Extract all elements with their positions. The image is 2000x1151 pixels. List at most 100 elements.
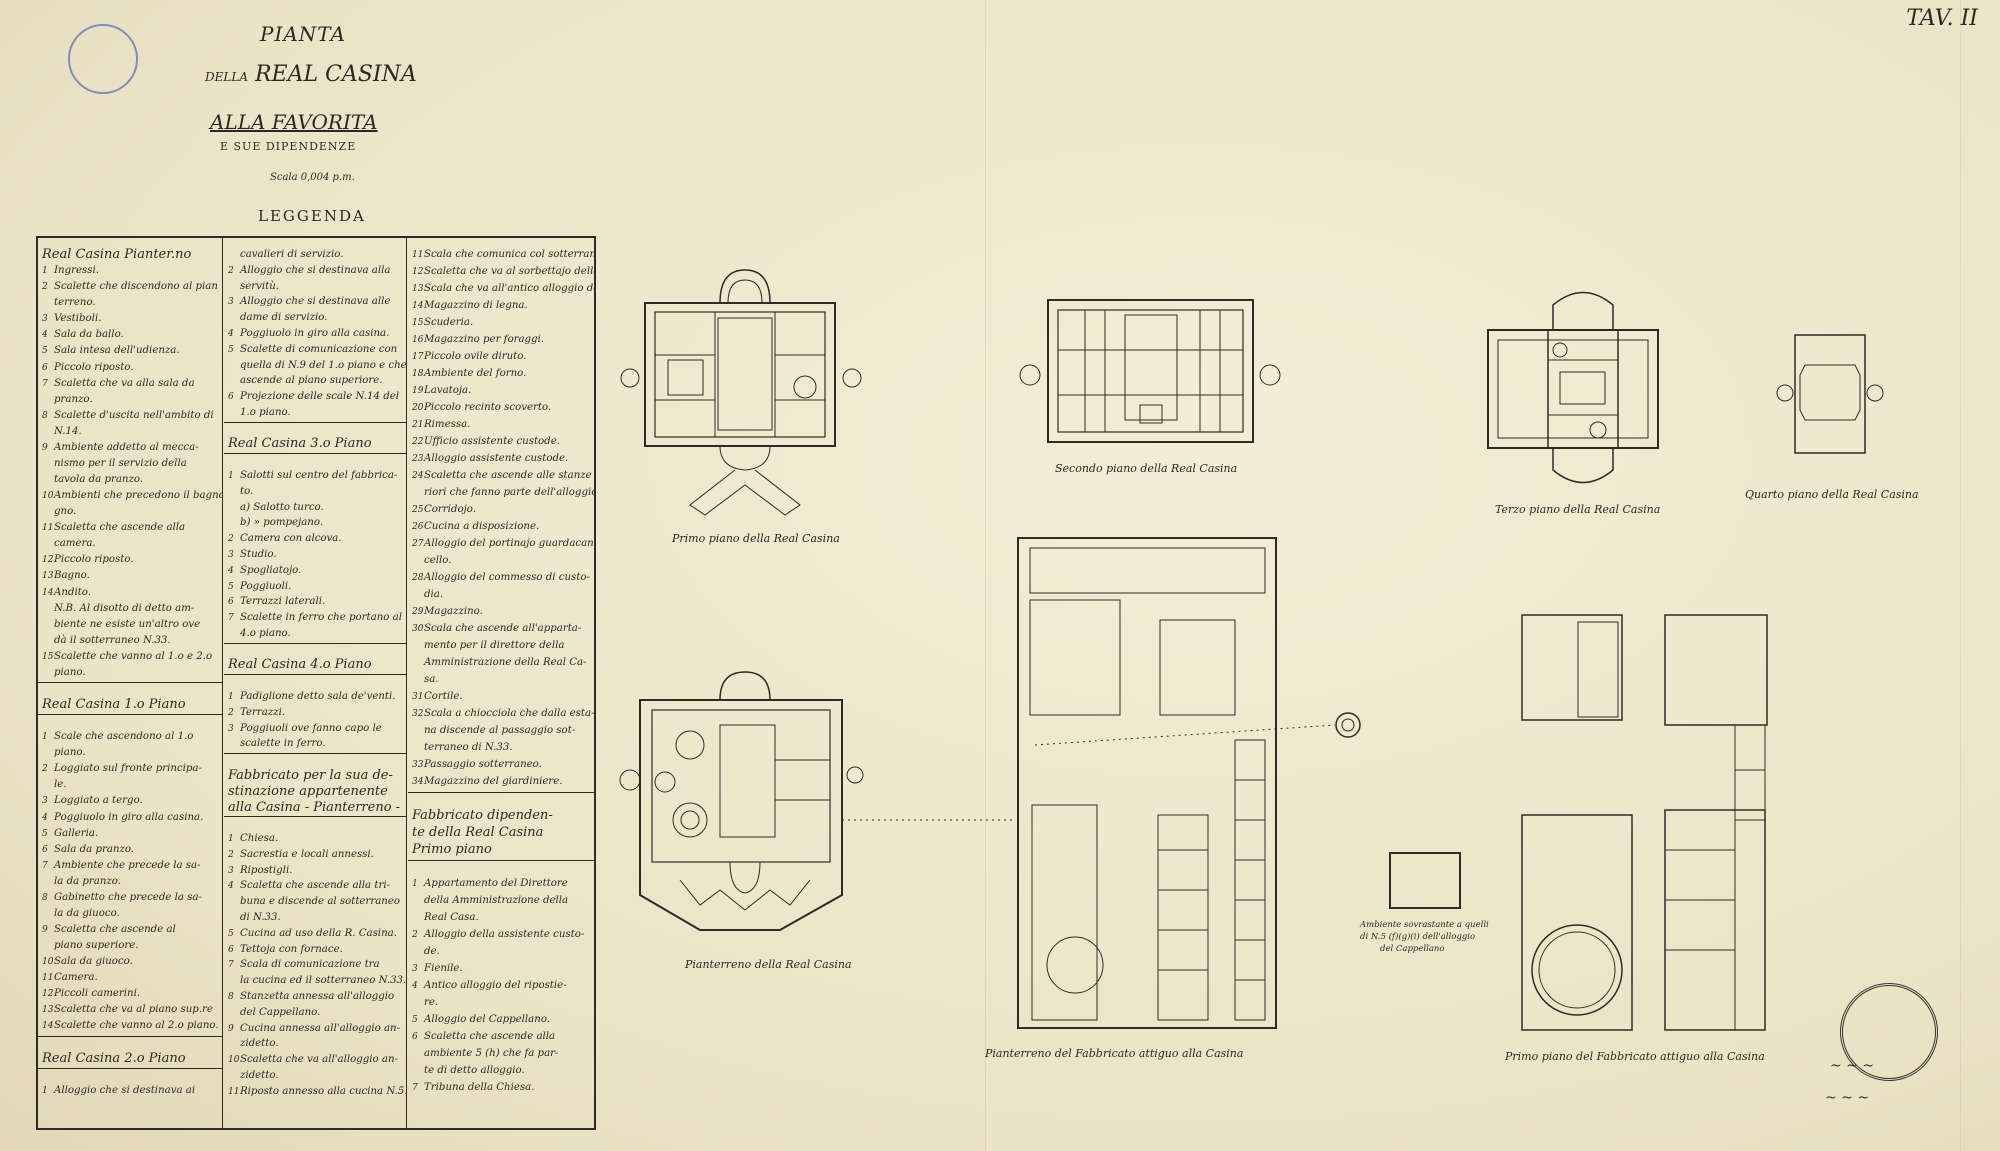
legend-entry-number: 1 [42,1085,48,1096]
legend-entry: dia. [408,588,594,602]
legend-entry-text: terreno. [54,297,96,309]
legend-entry: 10Sala da giuoco. [38,955,222,969]
legend-entry-text: Scala a chiocciola che dalla esta- [424,708,594,719]
legend-entry-number: 14 [42,587,54,598]
legend-entry-number: 6 [228,597,234,608]
legend-entry: 13Scala che va all'antico alloggio del r… [408,282,594,296]
legend-entry-text: Vestiboli. [54,313,102,325]
official-seal [1840,983,1938,1081]
legend-entry-text: Scalette che discendono al pian [54,281,218,293]
legend-entry-text: Piccolo riposto. [54,361,134,373]
legend-entry-text: Scaletta che ascende alla tri- [240,880,391,892]
legend-entry-number: 4 [228,881,234,892]
legend-entry-number: 15 [412,318,424,328]
legend-entry-text: Appartamento del Direttore [424,878,568,889]
legend-entry-text: servitù. [240,280,280,292]
legend-entry-text: Spogliatojo. [240,564,302,576]
legend-entry-text: Andito. [54,586,91,598]
plan-pianterreno-fabbricato [1017,537,1277,1029]
legend-entry-text: Camera con alcova. [240,533,342,545]
legend-entry-text: Scala che ascende all'apparta- [424,623,582,634]
legend-entry-number: 7 [228,960,234,971]
legend-entry: 4.o piano. [224,627,406,641]
legend-entry-text: Fienile. [424,963,463,974]
legend-entry-text: scalette in ferro. [240,738,326,750]
legend-entry-text: dame di servizio. [240,312,328,324]
legend-entry-text: Magazzino. [424,606,483,617]
legend-entry-text: piano superiore. [54,940,139,952]
legend-entry-number: 14 [412,301,424,311]
legend-entry-text: Antico alloggio del ripostie- [424,980,567,991]
legend-entry-text: quella di N.9 del 1.o piano e che [240,359,406,371]
legend-entry-text: ambiente 5 (h) che fa par- [424,1048,559,1059]
legend-entry-text: Galleria. [54,827,99,839]
legend-entry-text: Riposto annesso alla cucina N.5. [240,1085,406,1097]
legend-entry-number: 1 [42,266,48,277]
legend-entry-text: Fabbricato dipenden- [412,809,553,823]
legend-entry: piano superiore. [38,939,222,953]
legend-entry-text: piano. [54,666,86,678]
legend-entry-text: Poggiuolo in giro alla casina. [54,811,204,823]
legend-divider [224,816,406,818]
legend-entry-number: 3 [228,297,234,308]
legend-divider [38,714,222,716]
legend-entry-number: 31 [412,692,424,702]
legend-entry: scalette in ferro. [224,737,406,751]
legend-entry: 14Andito. [38,586,222,600]
legend-entry-text: piano. [54,747,86,759]
legend-entry-text: Piccoli camerini. [54,988,141,1000]
legend-entry-number: 13 [42,1005,54,1016]
legend-entry-text: Poggiuolo in giro alla casina. [240,327,390,339]
legend-entry-number: 11 [42,973,54,984]
legend-entry-text: 1.o piano. [240,406,291,418]
caption-ambiente-3: del Cappellano [1380,944,1445,954]
legend-entry: 11Scaletta che ascende alla [38,521,222,535]
legend-entry-number: 3 [42,314,48,325]
legend-entry-number: 11 [42,523,54,534]
legend-entry-number: 7 [42,860,48,871]
legend-entry-number: 2 [42,764,48,775]
legend-entry-number: 3 [228,723,234,734]
plan-quarto-piano [1776,334,1884,454]
legend-entry-number: 9 [42,442,48,453]
legend-entry: mento per il direttore della [408,639,594,653]
legend-entry-text: Ambiente del forno. [424,368,527,379]
plan-primo-piano [620,269,862,516]
legend-entry-number: 21 [412,420,424,430]
legend-section-title: Real Casina 3.o Piano [224,437,406,451]
legend-entry-number: 27 [412,539,424,549]
legend-entry-text: tavola da pranzo. [54,474,144,486]
legend-entry-number: 33 [412,760,424,770]
legend-entry-text: sa. [424,674,439,685]
legend-entry-number: 4 [42,330,48,341]
legend-entry: nismo per il servizio della [38,457,222,471]
legend-entry-text: Tribuna della Chiesa. [424,1082,535,1093]
legend-entry: 18Ambiente del forno. [408,367,594,381]
legend-entry-text: Scaletta che ascende alla [54,522,186,534]
legend-entry-number: 3 [228,865,234,876]
legend-entry: 26Cucina a disposizione. [408,520,594,534]
legend-section-title: Real Casina Pianter.no [38,248,222,262]
legend-entry-text: Padiglione detto sala de'venti. [240,691,396,702]
legend-entry-number: 6 [228,944,234,955]
legend-column-3: 11Scala che comunica col sotterraneo N.3… [408,238,594,1128]
legend-entry-number: 26 [412,522,424,532]
legend-entry: pranzo. [38,393,222,407]
legend-entry-number: 34 [412,777,424,787]
legend-entry-text: alla Casina - Pianterreno - [228,800,401,815]
legend-entry-text: le. [54,779,67,791]
legend-entry: 14Scalette che vanno al 2.o piano. [38,1019,222,1033]
legend-entry-number: 13 [412,284,424,294]
legend-entry-text: Sala da giuoco. [54,956,133,968]
